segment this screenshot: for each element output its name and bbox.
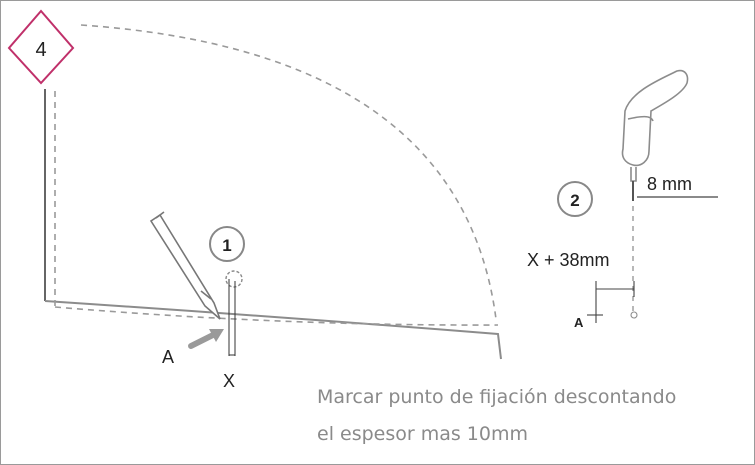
caption-line-1: Marcar punto de fijación descontando xyxy=(317,386,677,408)
drill-icon xyxy=(621,69,689,201)
callout-1: 1 xyxy=(209,226,245,262)
label-point-a-right: A xyxy=(574,315,584,330)
label-drill-bit: 8 mm xyxy=(647,174,692,194)
pencil-icon xyxy=(149,211,221,320)
label-distance: X + 38mm xyxy=(527,250,610,270)
arrow-icon xyxy=(188,329,224,349)
callout-2: 2 xyxy=(557,181,593,217)
callout-1-number: 1 xyxy=(222,236,231,255)
hole-marker xyxy=(225,270,243,356)
label-point-a: A xyxy=(162,347,174,367)
step-badge: 4 xyxy=(7,9,75,85)
caption-line-2: el espesor mas 10mm xyxy=(317,423,529,445)
callout-2-number: 2 xyxy=(570,191,579,210)
distance-dimension xyxy=(587,281,638,323)
step-number: 4 xyxy=(35,39,46,61)
instruction-caption: Marcar punto de fijación descontando el … xyxy=(317,379,747,453)
dashed-outline xyxy=(54,24,499,326)
panel-outline xyxy=(44,89,502,360)
label-offset-x: X xyxy=(223,371,235,391)
